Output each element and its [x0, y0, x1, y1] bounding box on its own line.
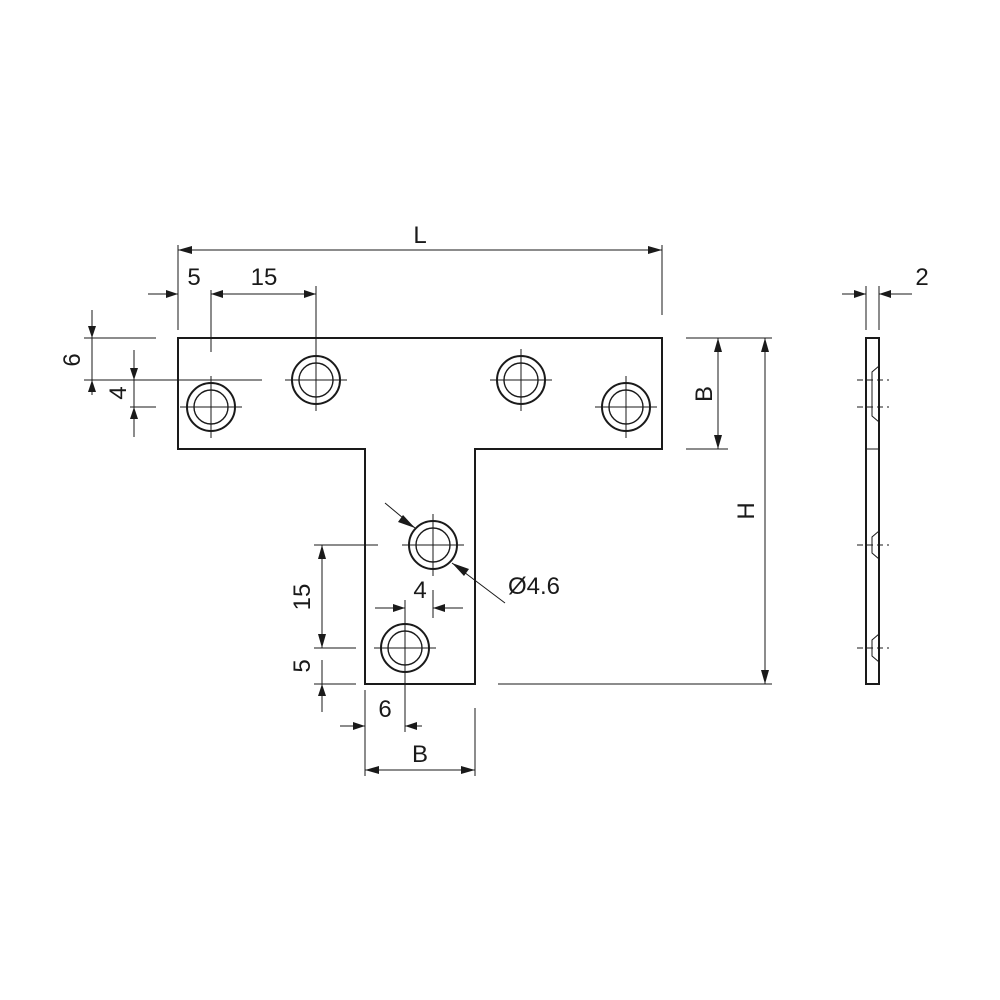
dimension-thickness: 2: [842, 264, 929, 330]
dimension-hole-offset-bottom: 6: [340, 674, 422, 776]
dimension-hole-stagger-stem: 4: [375, 577, 463, 618]
dim-label-l: L: [413, 222, 426, 249]
dimension-width-bottom: B: [365, 708, 476, 776]
dim-label-15-top: 15: [251, 264, 278, 291]
dimension-hole-offsets-stem: 15 5: [289, 544, 378, 712]
dim-label-6-bottom: 6: [378, 696, 391, 723]
hole-4: [594, 375, 658, 439]
t-plate-outline: [177, 337, 663, 685]
dimension-hole-offsets-left: 6 4: [59, 310, 262, 437]
hole-1: [179, 375, 243, 439]
dimension-height: H: [498, 337, 772, 685]
dim-label-h: H: [733, 502, 760, 519]
dimension-length: L: [177, 222, 663, 330]
dim-label-diameter: Ø4.6: [508, 573, 560, 600]
dim-label-5-stem: 5: [289, 659, 316, 672]
dim-label-5-top: 5: [187, 264, 200, 291]
hole-6: [373, 616, 437, 680]
dimension-hole-offsets-top: 5 15: [148, 264, 317, 356]
dim-label-15-stem: 15: [289, 584, 316, 611]
dim-label-b-bottom: B: [412, 741, 428, 768]
dim-label-4-left: 4: [105, 386, 132, 399]
dim-label-b-right: B: [691, 386, 718, 402]
hole-3: [489, 348, 553, 412]
side-view: [857, 337, 889, 685]
hole-5: [401, 513, 465, 577]
dimension-width-top: B: [686, 337, 728, 450]
dim-label-4-stem: 4: [413, 577, 426, 604]
dimension-hole-diameter: Ø4.6: [384, 502, 560, 604]
dim-label-thickness: 2: [915, 264, 928, 291]
dim-label-6-left: 6: [59, 353, 86, 366]
hole-2: [284, 348, 348, 412]
